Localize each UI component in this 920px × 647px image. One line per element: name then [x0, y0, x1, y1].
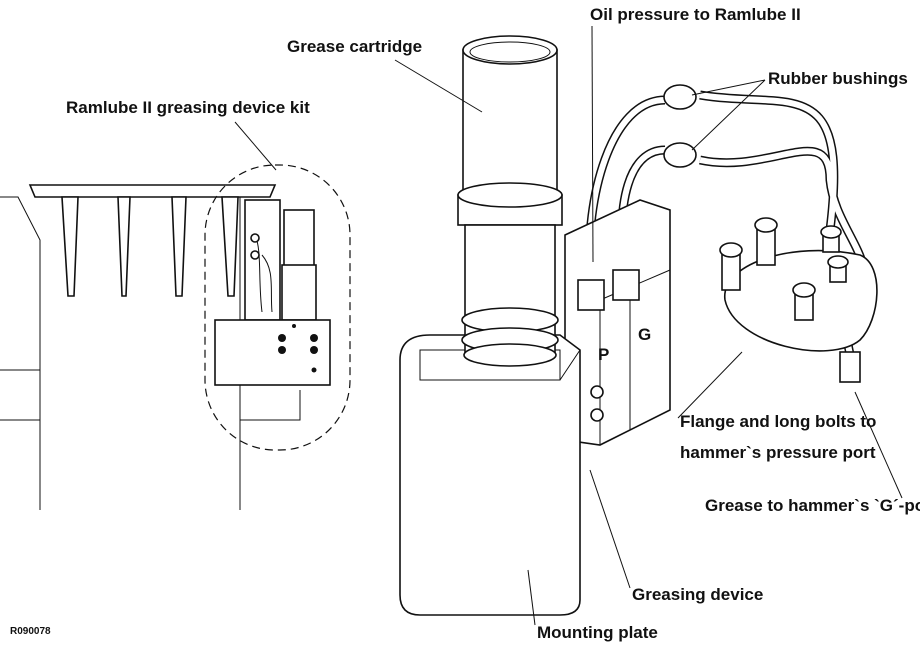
kit-highlight-outline	[204, 164, 351, 451]
overview-drawing	[0, 164, 351, 510]
label-grease-port: Grease to hammer`s `G´-port	[705, 496, 920, 515]
label-flange-line1: Flange and long bolts to	[680, 412, 876, 431]
label-port-p: P	[598, 345, 609, 364]
label-mounting-plate: Mounting plate	[537, 623, 658, 642]
figure-id: R090078	[10, 626, 51, 637]
label-oil-pressure: Oil pressure to Ramlube II	[590, 5, 801, 24]
label-port-g: G	[638, 325, 651, 344]
label-grease-cartridge: Grease cartridge	[287, 37, 422, 56]
rubber-bushing	[663, 84, 697, 110]
label-rubber-bushings: Rubber bushings	[768, 69, 908, 88]
label-kit: Ramlube II greasing device kit	[66, 98, 310, 117]
label-greasing-device: Greasing device	[632, 585, 763, 604]
leader-lines	[234, 25, 903, 626]
rubber-bushing	[663, 142, 697, 168]
greasing-device-drawing	[399, 35, 878, 616]
label-flange-line2: hammer`s pressure port	[680, 443, 876, 462]
